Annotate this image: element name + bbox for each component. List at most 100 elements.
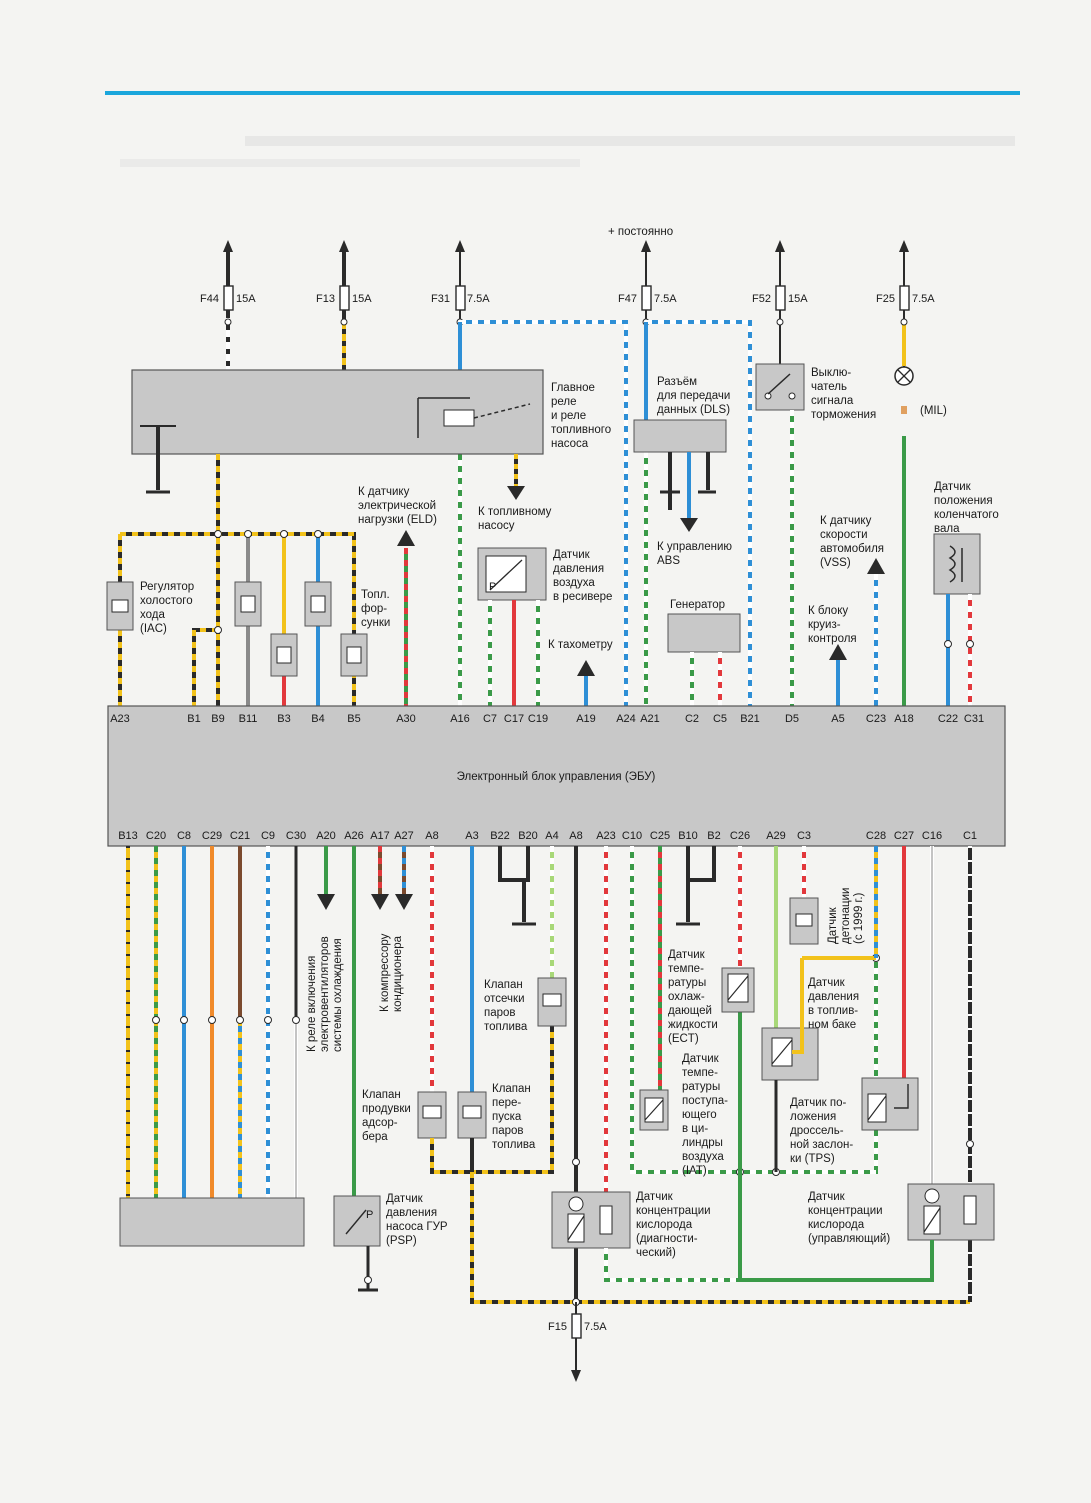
svg-text:сунки: сунки [361, 617, 390, 629]
ecu-pin-top: A18 [894, 713, 914, 725]
svg-text:воздуха: воздуха [682, 1151, 724, 1163]
ecu-pin-top: B11 [239, 713, 258, 725]
fuse-f52-name: F52 [752, 293, 771, 305]
fuse-f44-name: F44 [200, 293, 219, 305]
faded-header-text [245, 136, 1015, 146]
fuse-f15-name: F15 [548, 1321, 567, 1333]
injector-4 [340, 633, 368, 677]
ecu-pin-bottom: C3 [797, 830, 811, 842]
ecu-pin-bottom: C16 [922, 830, 942, 842]
fuse-f13-name: F13 [316, 293, 335, 305]
svg-text:Датчик: Датчик [636, 1191, 674, 1203]
svg-text:К реле включения: К реле включения [306, 956, 318, 1052]
svg-text:охлаж-: охлаж- [668, 991, 705, 1003]
svg-text:системы охлаждения: системы охлаждения [332, 938, 344, 1052]
iat-sensor [639, 1089, 669, 1131]
svg-text:торможения: торможения [811, 409, 876, 421]
ecu-pin-top: B1 [187, 713, 200, 725]
svg-text:дающей: дающей [668, 1005, 712, 1017]
tps-sensor [861, 1077, 919, 1131]
top-note: + постоянно [608, 226, 673, 238]
svg-text:коленчатого: коленчатого [934, 509, 999, 521]
injector-3 [304, 581, 332, 627]
ecu-pin-top: A30 [396, 713, 416, 725]
svg-text:для передачи: для передачи [657, 390, 730, 402]
vss-label: К датчику скорости автомобиля (VSS) [820, 515, 884, 569]
arrow-down-icon [395, 894, 413, 910]
svg-text:ной заслон-: ной заслон- [790, 1139, 853, 1151]
svg-text:продувки: продувки [362, 1103, 411, 1115]
ecu-pin-top: A21 [640, 713, 660, 725]
ecu-pin-top: C19 [528, 713, 548, 725]
arrow-down-icon [371, 894, 389, 910]
ecu-pin-bottom: C1 [963, 830, 977, 842]
svg-text:линдры: линдры [682, 1137, 723, 1149]
ecu-pin-top: D5 [785, 713, 799, 725]
ecu-pin-bottom: A4 [545, 830, 558, 842]
ecu-pin-bottom: C30 [286, 830, 306, 842]
mil-lamp-icon [894, 366, 914, 706]
psp-label: Датчик давления насоса ГУР (PSP) [386, 1193, 448, 1247]
fuse-f15: F15 7.5A [548, 1302, 607, 1382]
svg-text:P: P [366, 1209, 373, 1221]
svg-text:К датчику: К датчику [358, 486, 410, 498]
ecu-pin-bottom: A26 [344, 830, 364, 842]
ecu-pin-bottom: A20 [316, 830, 336, 842]
svg-text:концентрации: концентрации [808, 1205, 883, 1217]
svg-text:топливного: топливного [551, 424, 611, 436]
svg-text:Датчик: Датчик [668, 949, 706, 961]
svg-text:вала: вала [934, 523, 960, 535]
svg-text:Датчик: Датчик [808, 1191, 846, 1203]
ecu-pin-bottom: B20 [518, 830, 538, 842]
fuel-pump-label: К топливному насосу [478, 506, 552, 532]
mil-label: (MIL) [920, 405, 947, 417]
ecu-pin-bottom: C10 [622, 830, 642, 842]
ecu-box: Электронный блок управления (ЭБУ) [107, 705, 1006, 847]
svg-text:P: P [489, 581, 496, 593]
svg-text:поступа-: поступа- [682, 1095, 728, 1107]
iat-label: Датчик темпе- ратуры поступа- ющего в ци… [682, 1053, 728, 1177]
svg-text:электровентиляторов: электровентиляторов [319, 936, 331, 1052]
o2-control-label: Датчик концентрации кислорода (управляющ… [808, 1191, 890, 1245]
svg-text:(VSS): (VSS) [820, 557, 851, 569]
ecu-pin-bottom: C28 [866, 830, 886, 842]
ecu-pin-top: C31 [964, 713, 984, 725]
svg-text:насосу: насосу [478, 520, 515, 532]
purge-valve [417, 1091, 447, 1139]
purge-label: Клапан продувки адсор- бера [362, 1089, 411, 1143]
svg-text:бера: бера [362, 1131, 388, 1143]
svg-text:в ресивере: в ресивере [553, 591, 612, 603]
svg-text:К управлению: К управлению [657, 541, 732, 553]
svg-text:Датчик: Датчик [827, 906, 839, 944]
svg-text:данных (DLS): данных (DLS) [657, 404, 730, 416]
svg-text:К топливному: К топливному [478, 506, 552, 518]
crank-sensor-label: Датчик положения коленчатого вала [934, 481, 999, 535]
ecu-pin-bottom: A27 [394, 830, 414, 842]
ecu-pin-bottom: B22 [490, 830, 510, 842]
ecu-pin-top: B9 [211, 713, 224, 725]
ecu-pin-top: C7 [483, 713, 497, 725]
fan-relay-label: К реле включения электровентиляторов сис… [306, 936, 344, 1052]
arrow-down-icon [317, 894, 335, 910]
ecu-pin-bottom: B13 [118, 830, 138, 842]
svg-text:жидкости: жидкости [668, 1019, 718, 1031]
fuse-f13: F13 15A [316, 240, 372, 370]
svg-text:Выклю-: Выклю- [811, 367, 851, 379]
fuse-f47-rating: 7.5A [654, 293, 677, 305]
svg-text:пуска: пуска [492, 1111, 522, 1123]
o2-diag-sensor [551, 1191, 740, 1282]
arrow-up-icon [829, 644, 847, 660]
ecu-pin-bottom: C8 [177, 830, 191, 842]
svg-text:Клапан: Клапан [362, 1089, 401, 1101]
svg-text:(диагности-: (диагности- [636, 1233, 698, 1245]
svg-text:кислорода: кислорода [808, 1219, 865, 1231]
svg-text:топлива: топлива [492, 1139, 536, 1151]
svg-text:Датчик: Датчик [553, 549, 591, 561]
svg-text:ющего: ющего [682, 1109, 717, 1121]
o2-control-sensor [740, 1183, 995, 1282]
header-accent-line [105, 91, 1020, 95]
ect-sensor [721, 967, 755, 1013]
svg-text:ложения: ложения [790, 1111, 836, 1123]
knock-label: Датчик детонации (с 1999 г.) [827, 888, 865, 944]
